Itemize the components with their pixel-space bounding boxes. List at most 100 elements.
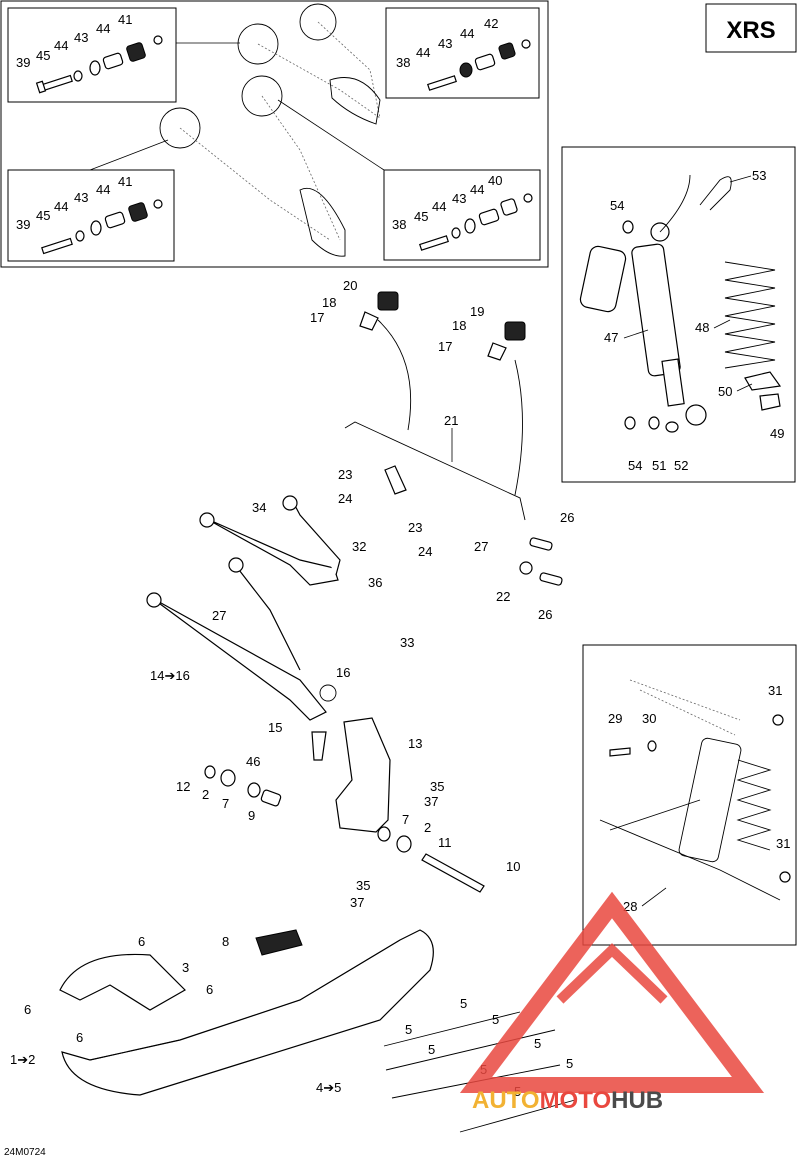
callout-43: 43 [74,30,88,45]
spring-drawing [724,261,776,369]
callout-29: 29 [608,711,622,726]
callout-12: 12 [176,779,190,794]
callout-51: 51 [652,458,666,473]
callout-8: 8 [222,934,229,949]
watermark-hub: HUB [611,1087,663,1114]
bushing-inset-top-left: 39 45 44 43 44 41 [7,7,240,103]
callout-18b: 18 [452,318,466,333]
callout-38: 38 [396,55,410,70]
callout-26: 26 [560,510,574,525]
callout-17: 17 [310,310,324,325]
callout-23b: 23 [408,520,422,535]
callout-3: 3 [182,960,189,975]
callout-2b: 2 [424,820,431,835]
a-arm-ghost-drawing [159,3,381,257]
spindle [335,717,391,833]
callout-14: 14➔16 [150,668,190,683]
callout-35: 35 [430,779,444,794]
callout-28: 28 [623,899,637,914]
callout-37: 37 [424,794,438,809]
lower-a-arm [146,557,327,721]
callout-15: 15 [268,720,282,735]
callout-44e: 44 [54,199,68,214]
bushing-inset-top-right: 38 44 43 44 42 [385,7,540,99]
callout-5e: 5 [534,1036,541,1051]
callout-39: 39 [16,55,30,70]
main-assembly: 20 18 17 19 18 17 21 23 24 23 24 27 26 2… [146,278,574,910]
callout-44: 44 [54,38,68,53]
a-arm-bushing-panel: 39 45 44 43 44 41 38 44 43 44 42 [0,0,549,268]
callout-24b: 24 [418,544,432,559]
callout-54b: 54 [628,458,642,473]
callout-5a: 5 [405,1022,412,1037]
callout-44c: 44 [416,45,430,60]
callout-26b: 26 [538,607,552,622]
bushing-inset-bottom-right: 38 45 44 43 44 40 [277,99,541,261]
watermark-moto: MOTO [540,1087,612,1114]
callout-6b: 6 [206,982,213,997]
callout-22: 22 [496,589,510,604]
watermark-logo [459,891,765,1093]
callout-43d: 43 [452,191,466,206]
callout-46: 46 [246,754,260,769]
callout-5d: 5 [492,1012,499,1027]
callout-36: 36 [368,575,382,590]
callout-6: 6 [138,934,145,949]
sway-bar [344,291,526,521]
callout-44b: 44 [96,21,110,36]
callout-2: 2 [202,787,209,802]
callout-35b: 35 [356,878,370,893]
callout-39b: 39 [16,217,30,232]
callout-13: 13 [408,736,422,751]
diagram-code: 24M0724 [4,1147,46,1158]
callout-4: 4➔5 [316,1080,341,1095]
callout-37b: 37 [350,895,364,910]
callout-33: 33 [400,635,414,650]
callout-43b: 43 [438,36,452,51]
callout-16: 16 [336,665,350,680]
callout-30: 30 [642,711,656,726]
callout-54: 54 [610,198,624,213]
callout-6c: 6 [24,1002,31,1017]
callout-41: 41 [118,12,132,27]
shock-install-panel: 31 29 30 31 28 [582,644,797,946]
ski-assembly: 8 6 3 6 6 6 1➔2 4➔5 5 5 5 5 5 5 5 5 [10,929,576,1133]
callout-6d: 6 [76,1030,83,1045]
callout-44d: 44 [460,26,474,41]
callout-52: 52 [674,458,688,473]
callout-7: 7 [222,796,229,811]
callout-44h: 44 [470,182,484,197]
callout-40: 40 [488,173,502,188]
callout-31: 31 [768,683,782,698]
watermark-auto: AUTO [472,1087,540,1114]
watermark-triangle-icon [459,891,765,1093]
bushing-inset-bottom-left: 39 45 44 43 44 41 [7,139,175,262]
callout-53: 53 [752,168,766,183]
callout-24: 24 [338,491,352,506]
callout-5f: 5 [566,1056,573,1071]
callout-17b: 17 [438,339,452,354]
callout-19: 19 [470,304,484,319]
callout-42: 42 [484,16,498,31]
callout-10: 10 [506,859,520,874]
callout-5c: 5 [460,996,467,1011]
callout-41b: 41 [118,174,132,189]
callout-31b: 31 [776,836,790,851]
callout-5b: 5 [428,1042,435,1057]
callout-47: 47 [604,330,618,345]
watermark-text: AUTOMOTOHUB [472,1087,663,1114]
callout-32: 32 [352,539,366,554]
bolt-icon [35,35,163,94]
model-tag-label: XRS [726,17,775,44]
callout-9: 9 [248,808,255,823]
upper-a-arm [199,495,341,586]
callout-48: 48 [695,320,709,335]
callout-27b: 27 [212,608,226,623]
callout-45b: 45 [36,208,50,223]
callout-11: 11 [438,835,452,850]
callout-23: 23 [338,467,352,482]
callout-45: 45 [36,48,50,63]
callout-43c: 43 [74,190,88,205]
callout-34: 34 [252,500,266,515]
